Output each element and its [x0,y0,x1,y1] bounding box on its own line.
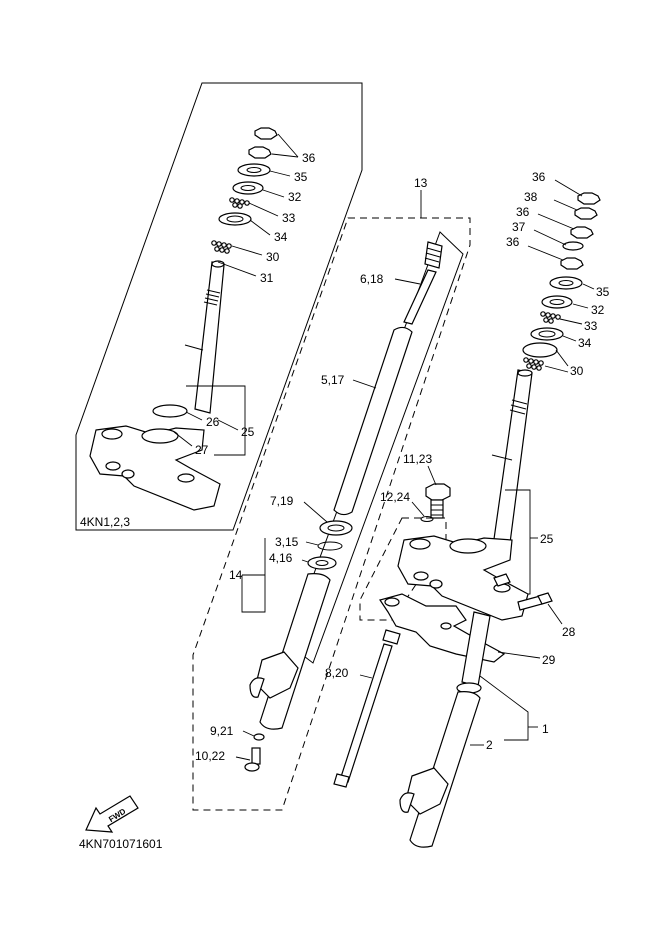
callout-7-19: 7,19 [270,494,294,508]
callout-33-right: 33 [584,319,598,333]
forward-arrow-icon: FWD [85,795,139,833]
ring-nut-left-upper [248,127,278,159]
callout-36-right-a: 36 [532,170,546,184]
fork-spring-rod [333,326,413,516]
right-stack-parts [491,192,601,544]
circlip [317,541,343,551]
oil-seal [319,520,353,536]
callout-29: 29 [542,653,556,667]
fork-cap-bolt [394,241,443,325]
callout-32-left: 32 [288,190,302,204]
race-right-32 [541,295,573,309]
callout-36-right-c: 36 [506,235,520,249]
callout-8-20: 8,20 [325,666,349,680]
callout-31-left: 31 [260,271,274,285]
callout-6-18: 6,18 [360,272,384,286]
callout-27-left: 27 [195,443,209,457]
dust-seal [307,556,337,570]
copper-washer [253,733,265,741]
callout-28: 28 [562,625,576,639]
callout-14: 14 [229,568,243,582]
callout-25-right: 25 [540,532,554,546]
balls-left-30 [211,240,232,254]
callout-9-21: 9,21 [210,724,234,738]
fork-leg-right [399,611,538,848]
steering-stem-left [184,260,225,414]
callout-2: 2 [486,738,493,752]
variant-box-label: 4KN1,2,3 [80,515,130,529]
callout-4-16: 4,16 [269,551,293,565]
callout-34-left: 34 [274,230,288,244]
washer-right-35 [549,276,583,290]
balls-left-33 [229,197,250,209]
callout-1: 1 [542,722,549,736]
left-stack-leaders [173,133,299,456]
left-stack-parts [89,127,278,511]
callout-13: 13 [414,176,428,190]
variant-box: 4KN1,2,3 [75,82,363,531]
fork-inner-group [192,190,471,811]
callout-36-left: 36 [302,151,316,165]
outer-tube-center [249,573,331,730]
damper-bolt [235,747,261,772]
callout-3-15: 3,15 [275,535,299,549]
callout-36-right-b: 36 [516,205,530,219]
callout-30-right: 30 [570,364,584,378]
under-bracket-left [89,404,221,511]
callout-30-left: 30 [266,250,280,264]
callout-35-left: 35 [294,170,308,184]
callout-32-right: 32 [591,303,605,317]
callout-34-right: 34 [578,336,592,350]
callout-37: 37 [512,220,526,234]
side-bolt [517,592,563,625]
pinch-bolt-top [425,465,451,519]
drawing-number: 4KN701071601 [79,837,163,851]
callout-33-left: 33 [282,211,296,225]
race-left-32 [232,181,264,195]
callout-35-right: 35 [596,285,610,299]
callout-38: 38 [524,190,538,204]
race-right-34 [530,327,564,341]
washer-left-35 [237,163,271,177]
callout-10-22: 10,22 [195,749,225,763]
callout-12-24: 12,24 [380,490,410,504]
callout-25-left: 25 [241,425,255,439]
damper-rod [333,629,401,788]
balls-right-33 [540,311,561,324]
flat-washer [420,516,434,522]
balls-right-30 [523,357,544,371]
race-left-34 [218,212,252,226]
callout-5-17: 5,17 [321,373,345,387]
callout-11-23: 11,23 [403,452,432,466]
callout-26-left: 26 [206,415,220,429]
under-bracket-right [397,535,529,621]
